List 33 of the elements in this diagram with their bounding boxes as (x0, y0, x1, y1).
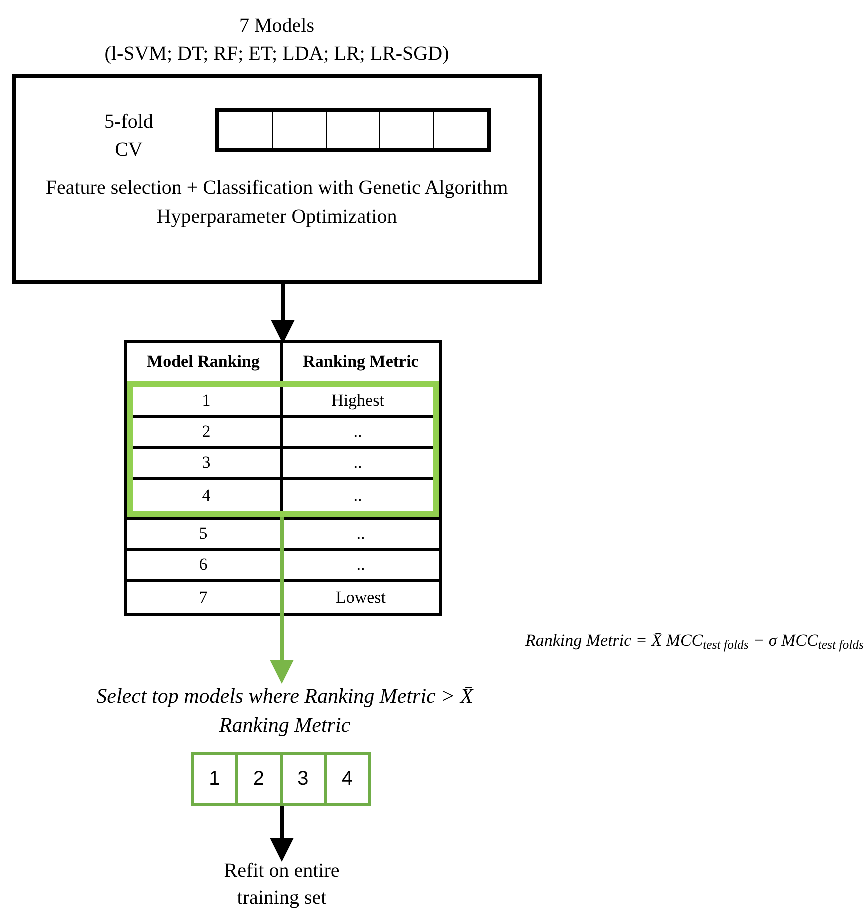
table-cell-text: .. (356, 554, 366, 576)
models-list: (l-SVM; DT; RF; ET; LDA; LR; LR-SGD) (104, 40, 450, 68)
model-number: 3 (298, 767, 309, 792)
column-header: Model Ranking (147, 351, 260, 374)
table-cell-text: 3 (202, 452, 211, 474)
highlight-frame (127, 381, 439, 517)
method-description: Feature selection + Classification with Genetic Algorithm Hyperparameter Optimization (44, 176, 510, 230)
table-cell-text: 5 (199, 523, 208, 546)
table-cell-text: .. (354, 484, 362, 507)
ranking-table (124, 340, 442, 616)
arrow (270, 517, 294, 684)
table-cell-text: 7 (199, 586, 208, 609)
arrow (270, 806, 294, 862)
selected-models-strip (191, 752, 371, 806)
table-cell-text: 6 (199, 554, 208, 576)
table-cell-text: 4 (202, 484, 211, 507)
arrow (271, 284, 295, 344)
column-header: Ranking Metric (303, 351, 419, 374)
table-cell-text: 1 (202, 390, 211, 412)
cv-label: 5-fold CV (104, 110, 154, 163)
model-number: 4 (342, 767, 353, 792)
table-cell-text: .. (356, 523, 366, 546)
table-cell-text: Lowest (336, 586, 386, 609)
refit-step: Refit on entire training set (202, 858, 362, 912)
table-cell-text: 2 (202, 421, 211, 444)
table-cell-text: Highest (332, 390, 384, 412)
model-number: 2 (253, 767, 264, 792)
model-number: 1 (209, 767, 220, 792)
selection-rule: Select top models where Ranking Metric > X̄ Ranking Metric (96, 683, 475, 739)
table-cell-text: .. (354, 452, 362, 474)
formula: Ranking Metric = X̄ MCC$_{test folds}$ − σ MCC$_{test folds}$ (525, 630, 864, 654)
models-heading: 7 Models (240, 14, 314, 39)
table-cell-text: .. (354, 421, 362, 444)
